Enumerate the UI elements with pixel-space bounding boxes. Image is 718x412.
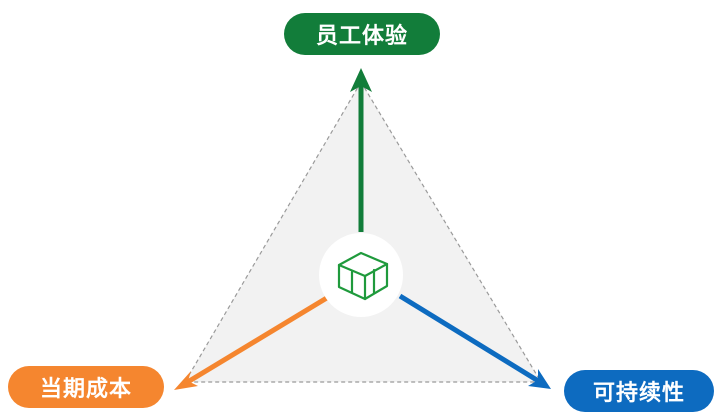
cube-outline-icon	[337, 251, 389, 301]
label-current-cost: 当期成本	[8, 366, 164, 408]
arrow-current-cost	[184, 293, 332, 386]
label-employee-experience: 员工体验	[284, 13, 440, 55]
label-sustainability: 可持续性	[564, 370, 714, 412]
arrowhead-right	[528, 369, 551, 389]
arrowhead-top	[350, 68, 372, 92]
arrowhead-left	[174, 371, 198, 390]
arrow-sustainability	[398, 293, 542, 385]
